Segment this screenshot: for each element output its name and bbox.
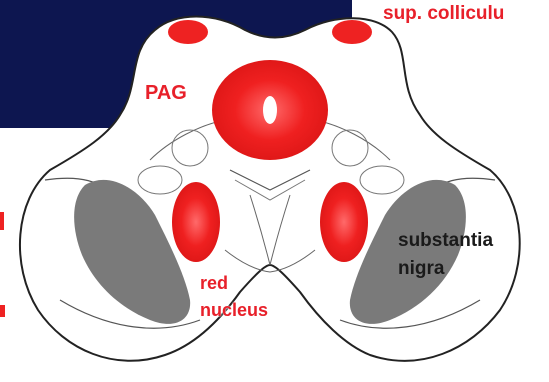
sup-colliculus-left xyxy=(168,20,208,44)
red-nucleus-label-line1: red xyxy=(200,274,228,292)
sup-colliculus-label: sup. colliculu xyxy=(383,4,504,23)
sup-colliculus-right xyxy=(332,20,372,44)
red-nucleus-label-line2: nucleus xyxy=(200,301,268,319)
substantia-nigra-label-line2: nigra xyxy=(398,259,444,278)
red-nucleus-right xyxy=(320,182,368,262)
pag-label: PAG xyxy=(145,83,187,103)
red-nucleus-left xyxy=(172,182,220,262)
substantia-nigra-label-line1: substantia xyxy=(398,231,493,250)
